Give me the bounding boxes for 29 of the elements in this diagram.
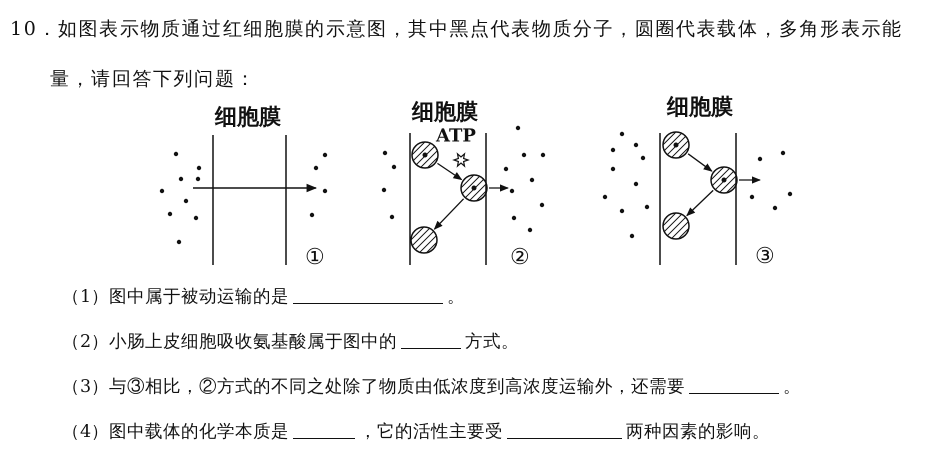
carrier-circle bbox=[710, 166, 738, 194]
carrier-circle bbox=[411, 141, 439, 169]
membrane-label: 细胞膜 bbox=[412, 99, 478, 127]
question-text: （3）与③相比，②方式的不同之处除了物质由低浓度到高浓度运输外，还需要 bbox=[62, 376, 686, 398]
panel-number: ② bbox=[510, 244, 530, 270]
arrow bbox=[739, 176, 761, 184]
arrow bbox=[688, 153, 713, 172]
question-text: （1）图中属于被动运输的是 bbox=[62, 286, 290, 308]
arrow bbox=[434, 198, 464, 230]
membrane-label: 细胞膜 bbox=[667, 94, 733, 122]
question-text: （2）小肠上皮细胞吸收氨基酸属于图中的 bbox=[62, 331, 398, 353]
carrier-circle bbox=[662, 131, 690, 159]
arrow bbox=[437, 162, 462, 180]
question-text: 。 bbox=[447, 286, 466, 308]
panel-number: ③ bbox=[755, 243, 775, 269]
arrow bbox=[686, 190, 714, 216]
arrow bbox=[489, 184, 509, 192]
panel-number: ① bbox=[305, 244, 325, 270]
carrier-circle bbox=[662, 212, 690, 240]
question-text: 10．如图表示物质通过红细胞膜的示意图，其中黑点代表物质分子，圆圈代表载体，多角形表示能量，请回答下列问题： bbox=[10, 17, 904, 92]
question-text: ，它的活性主要受 bbox=[359, 421, 504, 443]
carrier-circle bbox=[410, 226, 438, 254]
question-text: （4）图中载体的化学本质是 bbox=[62, 421, 290, 443]
question-text: 两种因素的影响。 bbox=[626, 421, 770, 443]
atp-label: ATP bbox=[436, 126, 476, 146]
question-text: 。 bbox=[783, 376, 802, 398]
membrane-label: 细胞膜 bbox=[215, 104, 281, 132]
carrier-circle bbox=[460, 174, 488, 202]
question-text: 方式。 bbox=[465, 331, 520, 353]
